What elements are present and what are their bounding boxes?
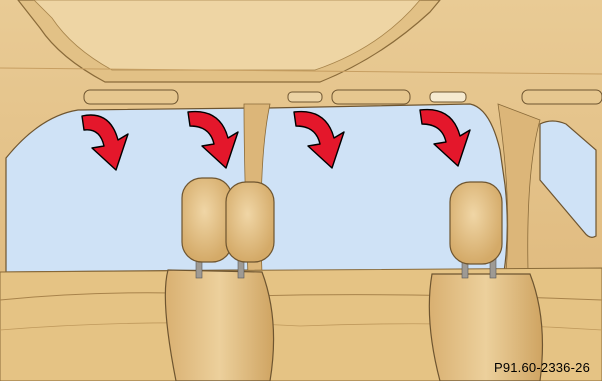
headrest-right [450, 182, 502, 264]
grab-handles [84, 90, 602, 104]
headrest-center [226, 182, 274, 262]
figure-reference-code: P91.60-2336-26 [494, 360, 590, 375]
seat-left [165, 178, 274, 381]
headrest-left [182, 178, 232, 262]
